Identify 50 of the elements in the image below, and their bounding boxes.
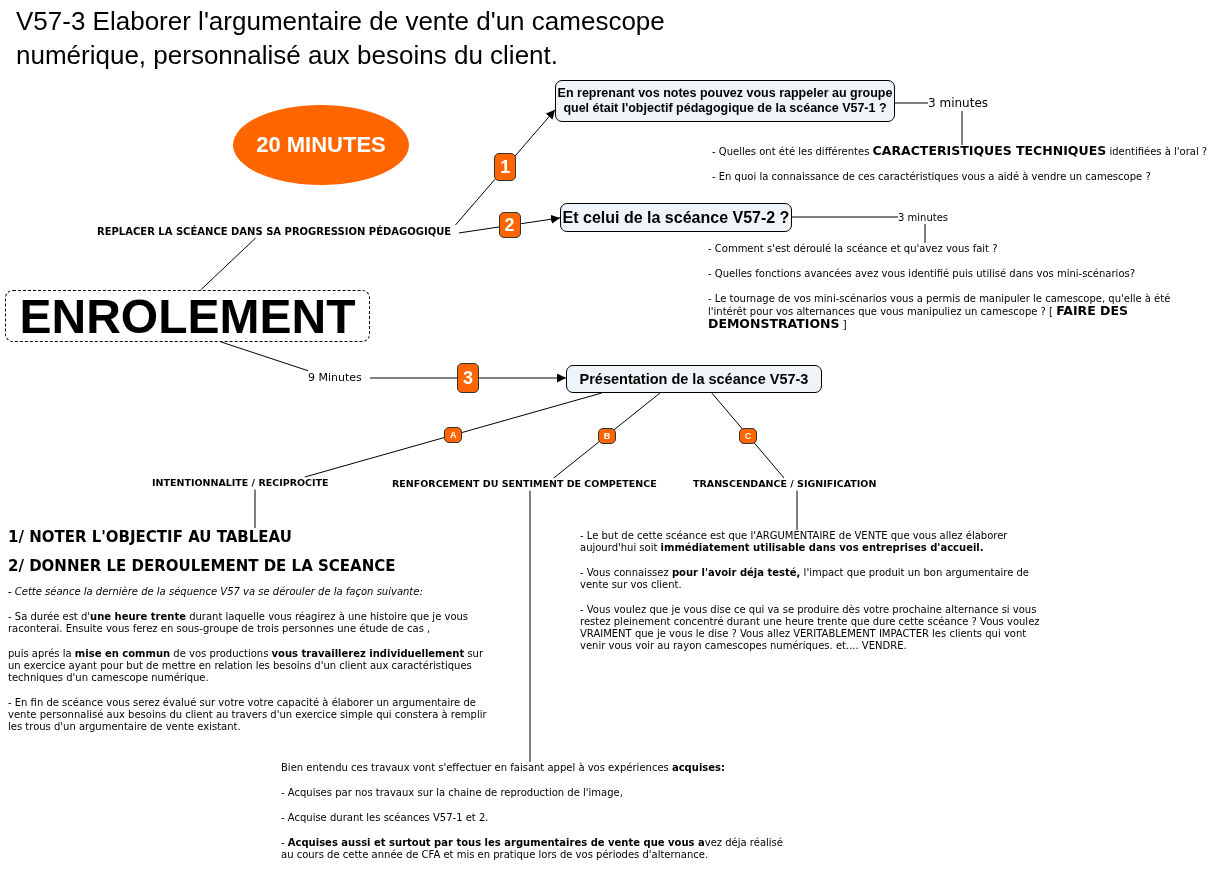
paragraph: - Comment s'est déroulé la scéance et qu'avez vous fait ?	[708, 243, 999, 255]
topic-box: ENROLEMENT	[5, 290, 370, 342]
duration-label: 3 minutes	[928, 96, 998, 111]
connector-line	[961, 110, 963, 146]
duration-label: 3 minutes	[898, 211, 958, 224]
question-box: En reprenant vos notes pouvez vous rappeler au groupe quel était l'objectif pédagogique de la scéance V57-1 ?	[555, 80, 895, 122]
connector-line	[711, 392, 785, 479]
title: V57-3 Elaborer l'argumentaire de vente d'un camescope numérique, personnalisé aux besoins du client.	[16, 5, 666, 72]
branch-label: TRANSCENDANCE / SIGNIFICATION	[693, 478, 901, 491]
connector-line	[529, 490, 531, 763]
connector-line	[796, 490, 798, 531]
paragraph: - Vous connaissez pour l'avoir déja testé, l'impact que produit un bon argumentaire de vente sur vos client.	[580, 567, 1031, 591]
paragraph: - Acquises par nos travaux sur la chaine de reproduction de l'image,	[281, 787, 624, 799]
paragraph: puis aprés la mise en commun de vos productions vous travaillerez individuellement sur un exercice ayant pour but de mettre en relation les besoins d'un client aux caractéristiques techniques d'un camescope numérique.	[8, 648, 485, 684]
step-badge: A	[444, 427, 463, 443]
duration-ellipse: 20 MINUTES	[233, 105, 409, 185]
step-badge: 3	[457, 363, 479, 393]
connector-line	[894, 102, 929, 104]
connector-line	[791, 216, 899, 218]
branch-label: REPLACER LA SCÉANCE DANS SA PROGRESSION PÉDAGOGIQUE	[97, 225, 459, 238]
paragraph: - Acquise durant les scéances V57-1 et 2.	[281, 812, 490, 824]
presentation-box: Présentation de la scéance V57-3	[566, 365, 822, 393]
paragraph: - Le but de cette scéance est que l'ARGUMENTAIRE de VENTE que vous allez élaborer aujourd'hui soit immédiatement utilisable dans vos entreprises d'accueil.	[580, 530, 1009, 554]
paragraph: - En fin de scéance vous serez évalué sur votre votre capacité à élaborer un argumentaire de vente personnalisé aux besoins du client au travers d'un exercice simple qui constera à remplir les trous d'un argumentaire de vente existant.	[8, 697, 488, 733]
branch-label: INTENTIONNALITE / RECIPROCITE	[152, 477, 357, 490]
paragraph: - Cette séance la dernière de la séquence V57 va se dérouler de la façon suivante:	[8, 586, 424, 598]
arrow	[369, 373, 567, 383]
connector-line	[200, 237, 257, 291]
step-badge: 1	[494, 153, 517, 182]
paragraph: Bien entendu ces travaux vont s'effectuer en faisant appel à vos expériences acquises:	[281, 762, 726, 774]
step-badge: B	[597, 427, 616, 444]
paragraph: - Quelles ont été les différentes CARACTERISTIQUES TECHNIQUES identifiées à l'oral ?	[712, 145, 1209, 158]
paragraph: - Le tournage de vos mini-scénarios vous a permis de manipuler le camescope, qu'elle à été l'intérêt pour vos alternances que vous manipuliez un camescope ? [ FAIRE DES DEMONSTRATIONS ]	[708, 293, 1172, 331]
branch-label: RENFORCEMENT DU SENTIMENT DE COMPETENCE	[392, 478, 677, 491]
connector-line	[304, 392, 603, 478]
connector-line	[254, 489, 256, 529]
connector-line	[553, 392, 661, 479]
connector-line	[220, 341, 309, 372]
duration-label: 9 Minutes	[308, 371, 370, 385]
paragraph: - Sa durée est d'une heure trente durant laquelle vous réagirez à une histoire que je vous raconterai. Ensuite vous ferez en sous-groupe de trois personnes une étude de cas ,	[8, 611, 470, 635]
heading: 2/ DONNER LE DEROULEMENT DE LA SCEANCE	[8, 557, 397, 575]
paragraph: - Acquises aussi et surtout par tous les argumentaires de vente que vous avez déja réalisé au cours de cette année de CFA et mis en pratique lors de vos périodes d'alternance.	[281, 837, 784, 861]
heading: 1/ NOTER L'OBJECTIF AU TABLEAU	[8, 528, 293, 546]
paragraph: - Quelles fonctions avancées avez vous identifié puis utilisé dans vos mini-scénarios?	[708, 268, 1136, 280]
connector-line	[924, 223, 926, 244]
paragraph: - En quoi la connaissance de ces caractéristiques vous a aidé à vendre un camescope ?	[712, 171, 1152, 183]
step-badge: 2	[498, 212, 521, 239]
paragraph: - Vous voulez que je vous dise ce qui va se produire dès votre prochaine alternance si vous restez pleinement concentré durant une heure trente que dure cette scéance ? Vous voulez VRAIMENT que je vous le dise ? Vous allez VERITABLEMENT IMPACTER les clients qui vont venir vous voir au rayon camescopes numériques. et.... VENDRE.	[580, 604, 1041, 652]
step-badge: C	[738, 427, 757, 444]
question-box: Et celui de la scéance V57-2 ?	[560, 203, 792, 232]
